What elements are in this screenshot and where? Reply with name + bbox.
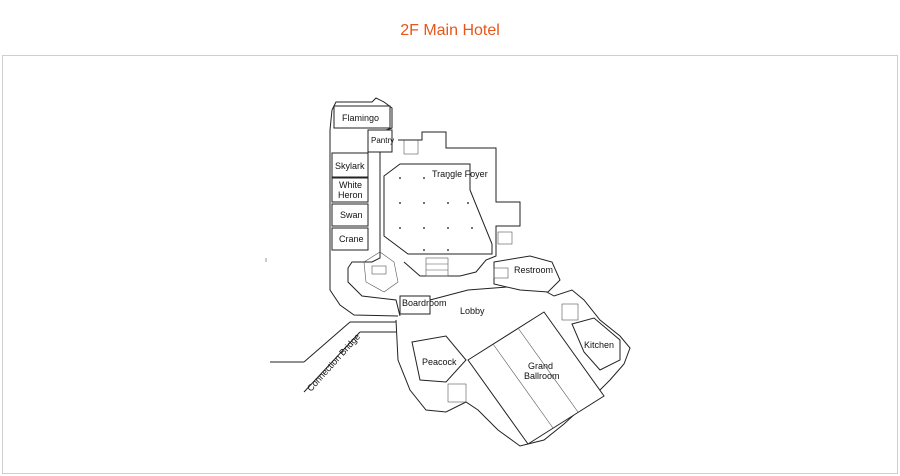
label-skylark: Skylark xyxy=(335,161,365,171)
label-kitchen: Kitchen xyxy=(584,340,614,350)
label-boardroom: Boardroom xyxy=(402,298,447,308)
triangle-foyer-wall xyxy=(398,131,521,277)
label-grand-ballroom-line2: Ballroom xyxy=(524,371,560,381)
map-title: 2F Main Hotel xyxy=(400,22,500,39)
label-pantry: Pantry xyxy=(371,136,394,145)
foyer-columns xyxy=(399,177,473,251)
label-connection-bridge: Connection Bridge xyxy=(305,332,362,394)
room-peacock[interactable] xyxy=(411,335,467,383)
map-frame xyxy=(2,55,898,474)
room-boardroom[interactable] xyxy=(399,295,431,315)
room-skylark[interactable] xyxy=(331,152,369,178)
west-wing-wall xyxy=(331,97,401,317)
label-swan: Swan xyxy=(340,210,363,220)
label-white-heron-line1: White xyxy=(339,180,362,190)
room-crane[interactable] xyxy=(331,227,369,251)
label-grand-ballroom-line1: Grand xyxy=(528,361,553,371)
room-grand-ballroom[interactable] xyxy=(467,311,605,445)
stairs-foyer xyxy=(425,257,449,277)
label-crane: Crane xyxy=(339,234,364,244)
room-triangle-foyer[interactable] xyxy=(383,163,493,255)
label-white-heron-line2: Heron xyxy=(338,190,363,200)
label-triangle-foyer: Trangle Foyer xyxy=(432,169,488,179)
label-peacock: Peacock xyxy=(422,357,457,367)
room-restroom[interactable] xyxy=(493,255,561,293)
label-restroom: Restroom xyxy=(514,265,553,275)
room-kitchen[interactable] xyxy=(571,317,621,371)
room-swan[interactable] xyxy=(331,203,369,227)
room-flamingo[interactable] xyxy=(333,105,391,129)
bar-counter xyxy=(363,251,399,293)
label-lobby: Lobby xyxy=(460,306,485,316)
connection-bridge xyxy=(270,321,396,393)
room-white-heron[interactable] xyxy=(331,177,369,203)
label-flamingo: Flamingo xyxy=(342,113,379,123)
room-pantry[interactable] xyxy=(367,129,393,153)
